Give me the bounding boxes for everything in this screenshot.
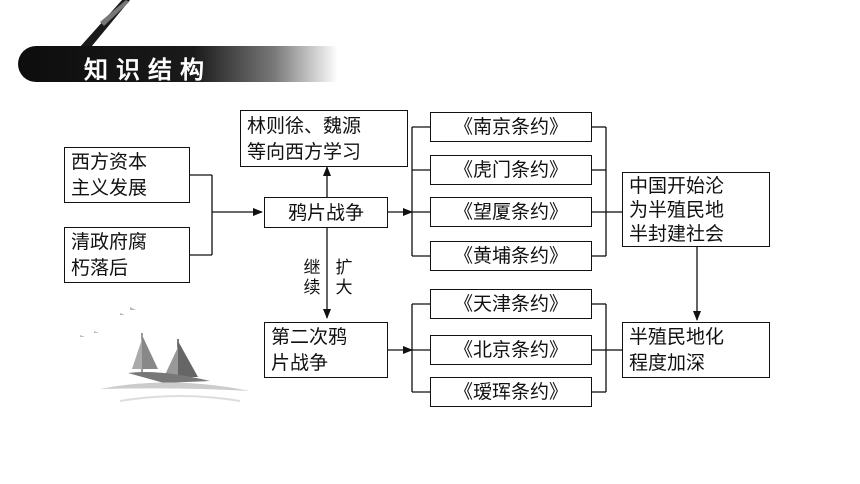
- second-war-box: 第二次鸦 片战争: [264, 322, 388, 378]
- result-deepen-line1: 半殖民地化: [629, 326, 725, 348]
- treaty-aigun-box: 《瑷珲条约》: [430, 377, 592, 407]
- brush-icon: [70, 0, 130, 58]
- result-semicolonial-line2: 为半殖民地: [629, 198, 725, 221]
- treaty-nanjing-box: 《南京条约》: [430, 112, 592, 142]
- treaty-humen-label: 《虎门条约》: [453, 159, 568, 181]
- opium-war-box: 鸦片战争: [264, 197, 388, 228]
- learn-west-line1: 林则徐、魏源: [247, 114, 362, 137]
- treaty-tianjin-label: 《天津条约》: [453, 293, 568, 315]
- cause-capitalism-box: 西方资本 主义发展: [64, 147, 190, 203]
- treaty-beijing-label: 《北京条约》: [453, 339, 568, 361]
- treaty-humen-box: 《虎门条约》: [430, 155, 592, 185]
- treaty-wangxia-box: 《望厦条约》: [430, 197, 592, 227]
- result-semicolonial-box: 中国开始沦 为半殖民地 半封建社会: [622, 172, 770, 247]
- result-semicolonial-line1: 中国开始沦: [629, 174, 725, 197]
- transition-left-label: 继续: [303, 258, 321, 298]
- result-deepen-box: 半殖民地化 程度加深: [622, 322, 770, 378]
- cause-qing-line2: 朽落后: [71, 257, 129, 279]
- treaty-tianjin-box: 《天津条约》: [430, 289, 592, 319]
- treaty-aigun-label: 《瑷珲条约》: [453, 381, 568, 403]
- treaty-huangpu-label: 《黄埔条约》: [453, 245, 568, 267]
- opium-war-label: 鸦片战争: [287, 201, 364, 224]
- learn-west-line2: 等向西方学习: [247, 140, 362, 163]
- transition-right-label: 扩大: [335, 258, 353, 298]
- cause-qing-line1: 清政府腐: [71, 231, 148, 253]
- cause-capitalism-line1: 西方资本: [71, 151, 148, 173]
- treaty-nanjing-label: 《南京条约》: [453, 116, 568, 138]
- treaty-huangpu-box: 《黄埔条约》: [430, 241, 592, 271]
- result-deepen-line2: 程度加深: [629, 352, 706, 374]
- second-war-line1: 第二次鸦: [271, 326, 348, 348]
- cause-capitalism-line2: 主义发展: [71, 177, 148, 199]
- result-semicolonial-line3: 半封建社会: [629, 222, 725, 245]
- sailboat-illustration-icon: [80, 307, 250, 402]
- treaty-beijing-box: 《北京条约》: [430, 335, 592, 365]
- section-title: 知识结构: [84, 56, 212, 84]
- section-header-band: [18, 46, 338, 82]
- cause-qing-box: 清政府腐 朽落后: [64, 227, 190, 283]
- treaty-wangxia-label: 《望厦条约》: [453, 201, 568, 223]
- learn-west-box: 林则徐、魏源 等向西方学习: [240, 110, 408, 167]
- second-war-line2: 片战争: [271, 352, 329, 374]
